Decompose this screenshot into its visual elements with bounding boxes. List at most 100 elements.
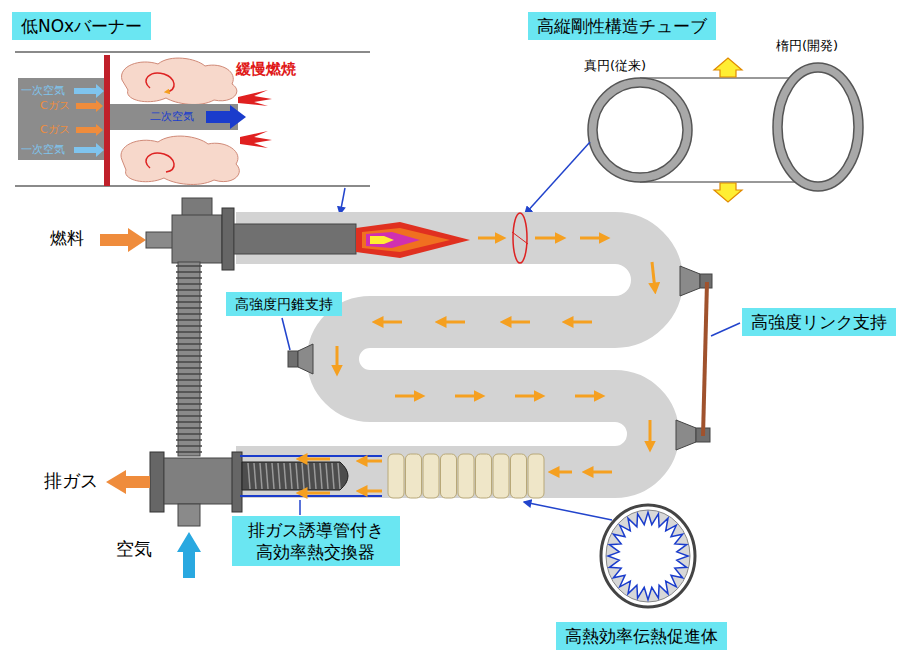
- exhaust-fitting: [106, 452, 242, 578]
- bellows-pipe: [176, 361, 202, 363]
- leader-line: [524, 502, 612, 520]
- part-label: 二次空気: [150, 110, 194, 123]
- bellows-pipe: [176, 445, 202, 447]
- exhaust-fitting: [164, 458, 234, 504]
- callout-box: 高熱効率伝熱促進体: [556, 622, 727, 650]
- tube-section-figure: [597, 87, 683, 173]
- bellows-pipe: [176, 271, 202, 273]
- part-label: 空気: [116, 538, 152, 560]
- burner-assembly: [370, 236, 394, 244]
- burner-inset: [18, 78, 105, 160]
- burner-inset: [104, 55, 110, 186]
- bellows-pipe: [176, 289, 202, 291]
- heat-exchanger: [240, 454, 544, 498]
- part-label: 真円(従来): [584, 58, 646, 74]
- burner-inset: [15, 52, 370, 186]
- burner-assembly: [362, 228, 450, 252]
- flow-arrow: [649, 420, 652, 448]
- part-label: Cガス: [40, 99, 70, 112]
- bellows-pipe: [176, 355, 202, 357]
- bellows-pipe: [176, 349, 202, 351]
- flow-arrow: [580, 237, 606, 240]
- flow-arrow: [504, 321, 530, 324]
- heat-exchanger: [248, 463, 340, 489]
- bellows-pipe: [176, 307, 202, 309]
- tube-section-figure: [640, 78, 800, 79]
- bellows-pipe: [176, 301, 202, 303]
- burner-inset: [74, 84, 104, 98]
- bellows-pipe: [176, 439, 202, 441]
- heat-exchanger: [278, 463, 280, 489]
- heat-exchanger: [458, 454, 474, 498]
- burner-inset: [146, 73, 174, 92]
- promoter-section: [606, 510, 690, 602]
- bellows-pipe: [176, 277, 202, 279]
- callout-text: 低NOxバーナー: [21, 15, 142, 37]
- callout-box: 排ガス誘導管付き 高効率熱交換器: [232, 516, 400, 566]
- heat-exchanger: [260, 463, 262, 489]
- flow-arrow: [300, 492, 330, 495]
- burner-inset: [206, 105, 246, 129]
- heat-exchanger: [388, 454, 544, 498]
- part-label: 燃料: [50, 228, 84, 248]
- tube-section-figure: [588, 58, 863, 202]
- bellows-pipe: [176, 373, 202, 375]
- heat-exchanger: [528, 454, 544, 498]
- heat-exchanger: [266, 463, 268, 489]
- exhaust-fitting: [177, 532, 201, 578]
- section-marker: [513, 213, 527, 263]
- burner-assembly: [172, 215, 222, 263]
- bellows-pipe: [176, 451, 202, 453]
- heat-exchanger: [308, 463, 310, 489]
- exhaust-fitting: [178, 504, 200, 526]
- heat-exchanger: [290, 463, 292, 489]
- heat-exchanger: [242, 462, 348, 490]
- bellows-pipe: [176, 421, 202, 423]
- burner-inset: [74, 143, 104, 157]
- part-label: 一次空気: [21, 84, 65, 97]
- bellows-pipe: [176, 266, 202, 452]
- bellows-pipe: [176, 433, 202, 435]
- heat-exchanger: [240, 455, 382, 457]
- flow-arrow: [336, 346, 339, 372]
- bellows-pipe: [176, 385, 202, 387]
- callout-box: 高縦剛性構造チューブ: [528, 12, 716, 40]
- support-structure: [288, 266, 712, 450]
- burner-inset: [76, 100, 103, 112]
- burner-assembly: [234, 224, 356, 254]
- callout-text: 高熱効率伝熱促進体: [565, 625, 718, 647]
- callout-box: 高強度円錐支持: [226, 292, 342, 316]
- flow-arrow: [575, 395, 601, 398]
- callout-box: 低NOxバーナー: [12, 12, 151, 40]
- callout-text: 高縦剛性構造チューブ: [537, 15, 707, 37]
- flow-arrow: [455, 395, 481, 398]
- flow-arrow: [586, 471, 612, 474]
- heat-exchanger: [302, 463, 304, 489]
- burner-inset: [76, 124, 103, 136]
- exhaust-fitting: [150, 452, 164, 512]
- support-structure: [680, 266, 700, 296]
- flow-arrow: [439, 321, 465, 324]
- heat-exchanger: [272, 463, 274, 489]
- support-structure: [298, 344, 313, 374]
- leader-line: [282, 318, 290, 350]
- burner-inset: [146, 153, 174, 172]
- support-structure: [703, 282, 707, 436]
- flow-arrow: [552, 471, 572, 474]
- heat-exchanger: [254, 463, 256, 489]
- promoter-section: [601, 505, 695, 607]
- heat-exchanger: [326, 463, 328, 489]
- bellows-pipe: [176, 265, 202, 267]
- leader-line: [340, 188, 345, 214]
- burner-inset: [240, 131, 272, 148]
- bellows-pipe: [176, 295, 202, 297]
- bellows-pipe: [176, 343, 202, 345]
- flow-arrow: [535, 237, 562, 240]
- exhaust-fitting: [106, 470, 150, 494]
- flow-arrow: [515, 395, 541, 398]
- heat-exchanger: [284, 463, 286, 489]
- heat-exchanger: [511, 454, 527, 498]
- heat-exchanger: [338, 463, 340, 489]
- bellows-pipe: [176, 325, 202, 327]
